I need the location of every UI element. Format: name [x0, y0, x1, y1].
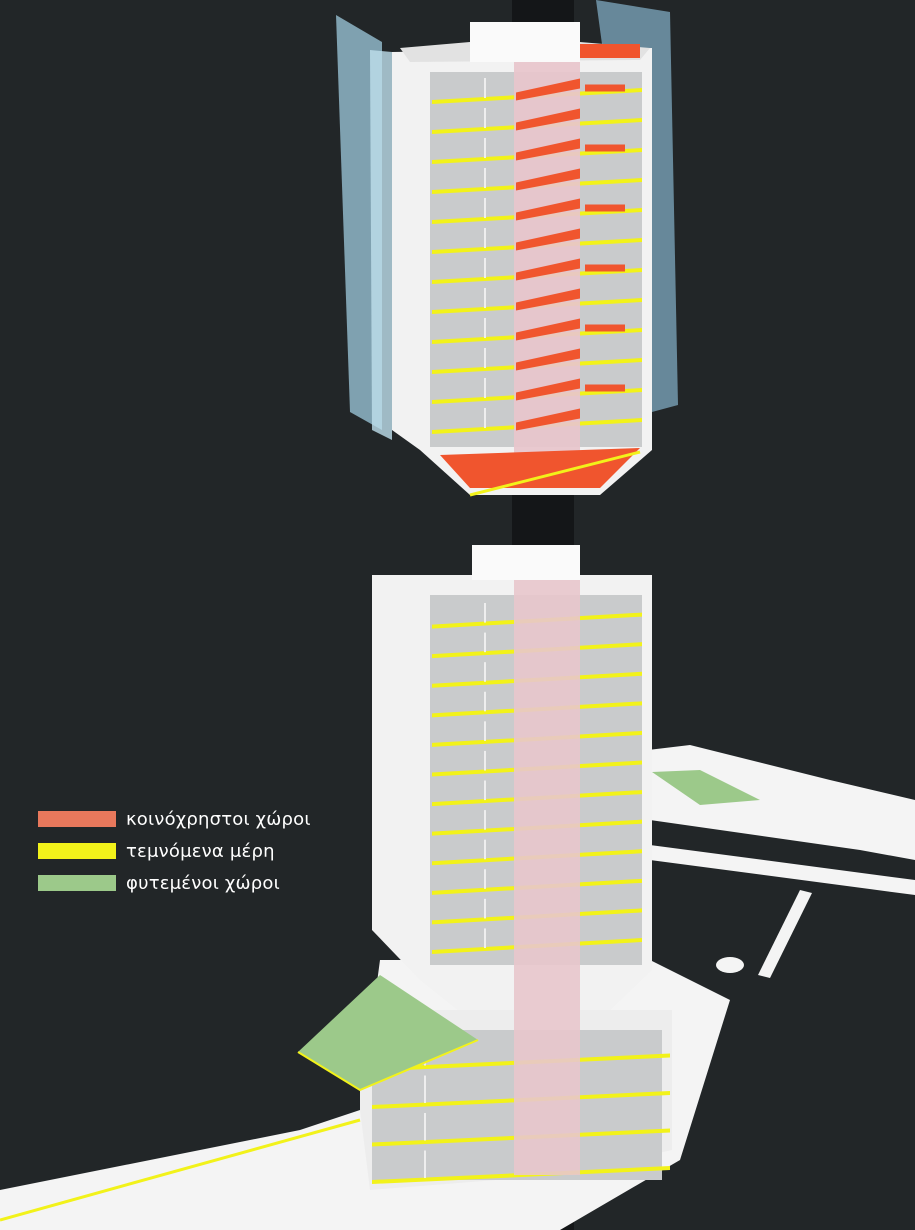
partition-wall	[484, 78, 486, 98]
core-landing-common-space	[516, 318, 580, 341]
upper-base-section-cut	[469, 450, 641, 497]
partition-wall	[484, 750, 486, 771]
balcony-common-space	[585, 264, 625, 272]
core-landing-common-space	[516, 228, 580, 251]
partition-wall	[424, 1113, 426, 1141]
legend-item-common-spaces: κοινόχρηστοι χώροι	[38, 808, 311, 830]
partition-wall	[484, 721, 486, 741]
partition-wall	[484, 691, 486, 712]
site-round-feature	[716, 957, 744, 973]
site-bench	[758, 890, 812, 978]
lower-core	[514, 580, 580, 1175]
partition-wall	[484, 632, 486, 653]
partition-wall	[484, 928, 486, 948]
upper-common-spaces	[516, 78, 625, 431]
partition-wall	[424, 1075, 426, 1103]
partition-wall	[484, 662, 486, 682]
balcony-common-space	[585, 324, 625, 332]
partition-wall	[484, 780, 486, 801]
upper-stair-head	[470, 22, 580, 62]
core-landing-common-space	[516, 138, 580, 161]
glass-facade-left-inner	[370, 50, 392, 440]
lower-stair-head	[472, 545, 580, 580]
green-roof-terrace	[298, 975, 478, 1090]
legend-label: τεμνόμενα μέρη	[126, 840, 275, 862]
core-landing-common-space	[516, 78, 580, 101]
partition-wall	[484, 839, 486, 860]
partition-wall	[484, 348, 486, 368]
partition-wall	[484, 898, 486, 919]
core-landing-common-space	[516, 348, 580, 371]
legend-item-planted-spaces: φυτεμένοι χώροι	[38, 872, 311, 894]
upper-tower	[336, 0, 678, 497]
balcony-common-space	[585, 84, 625, 92]
core-landing-common-space	[516, 258, 580, 281]
balcony-common-space	[585, 144, 625, 152]
site-planted-strip	[652, 770, 760, 805]
lower-tower	[0, 545, 915, 1230]
partition-wall	[484, 288, 486, 308]
yellow-swatch-icon	[38, 843, 116, 859]
partition-wall	[484, 228, 486, 248]
partition-wall	[484, 138, 486, 158]
partition-wall	[484, 810, 486, 830]
partition-wall	[484, 108, 486, 128]
partition-wall	[484, 168, 486, 188]
green-swatch-icon	[38, 875, 116, 891]
partition-wall	[424, 1150, 426, 1178]
upper-lobby-common-space	[440, 448, 640, 488]
upper-roof-terrace	[580, 44, 640, 58]
core-landing-common-space	[516, 198, 580, 221]
balcony-common-space	[585, 204, 625, 212]
partition-wall	[484, 318, 486, 338]
partition-wall	[484, 258, 486, 278]
balcony-common-space	[585, 384, 625, 392]
partition-wall	[484, 408, 486, 428]
partition-wall	[484, 198, 486, 218]
legend-label: φυτεμένοι χώροι	[126, 872, 280, 894]
partition-wall	[484, 378, 486, 398]
legend-item-section-cut: τεμνόμενα μέρη	[38, 840, 311, 862]
core-landing-common-space	[516, 168, 580, 191]
core-landing-common-space	[516, 378, 580, 401]
legend-label: κοινόχρηστοι χώροι	[126, 808, 311, 830]
core-landing-common-space	[516, 288, 580, 311]
site-section-cut	[0, 1118, 361, 1222]
legend: κοινόχρηστοι χώροι τεμνόμενα μέρη φυτεμέ…	[38, 808, 311, 894]
partition-wall	[484, 869, 486, 889]
core-landing-common-space	[516, 408, 580, 431]
site-right-plaza	[648, 745, 915, 860]
green-roof-edge	[297, 1039, 479, 1092]
orange-swatch-icon	[38, 811, 116, 827]
partition-wall	[484, 603, 486, 623]
core-landing-common-space	[516, 108, 580, 131]
site-road-strip	[650, 845, 915, 895]
